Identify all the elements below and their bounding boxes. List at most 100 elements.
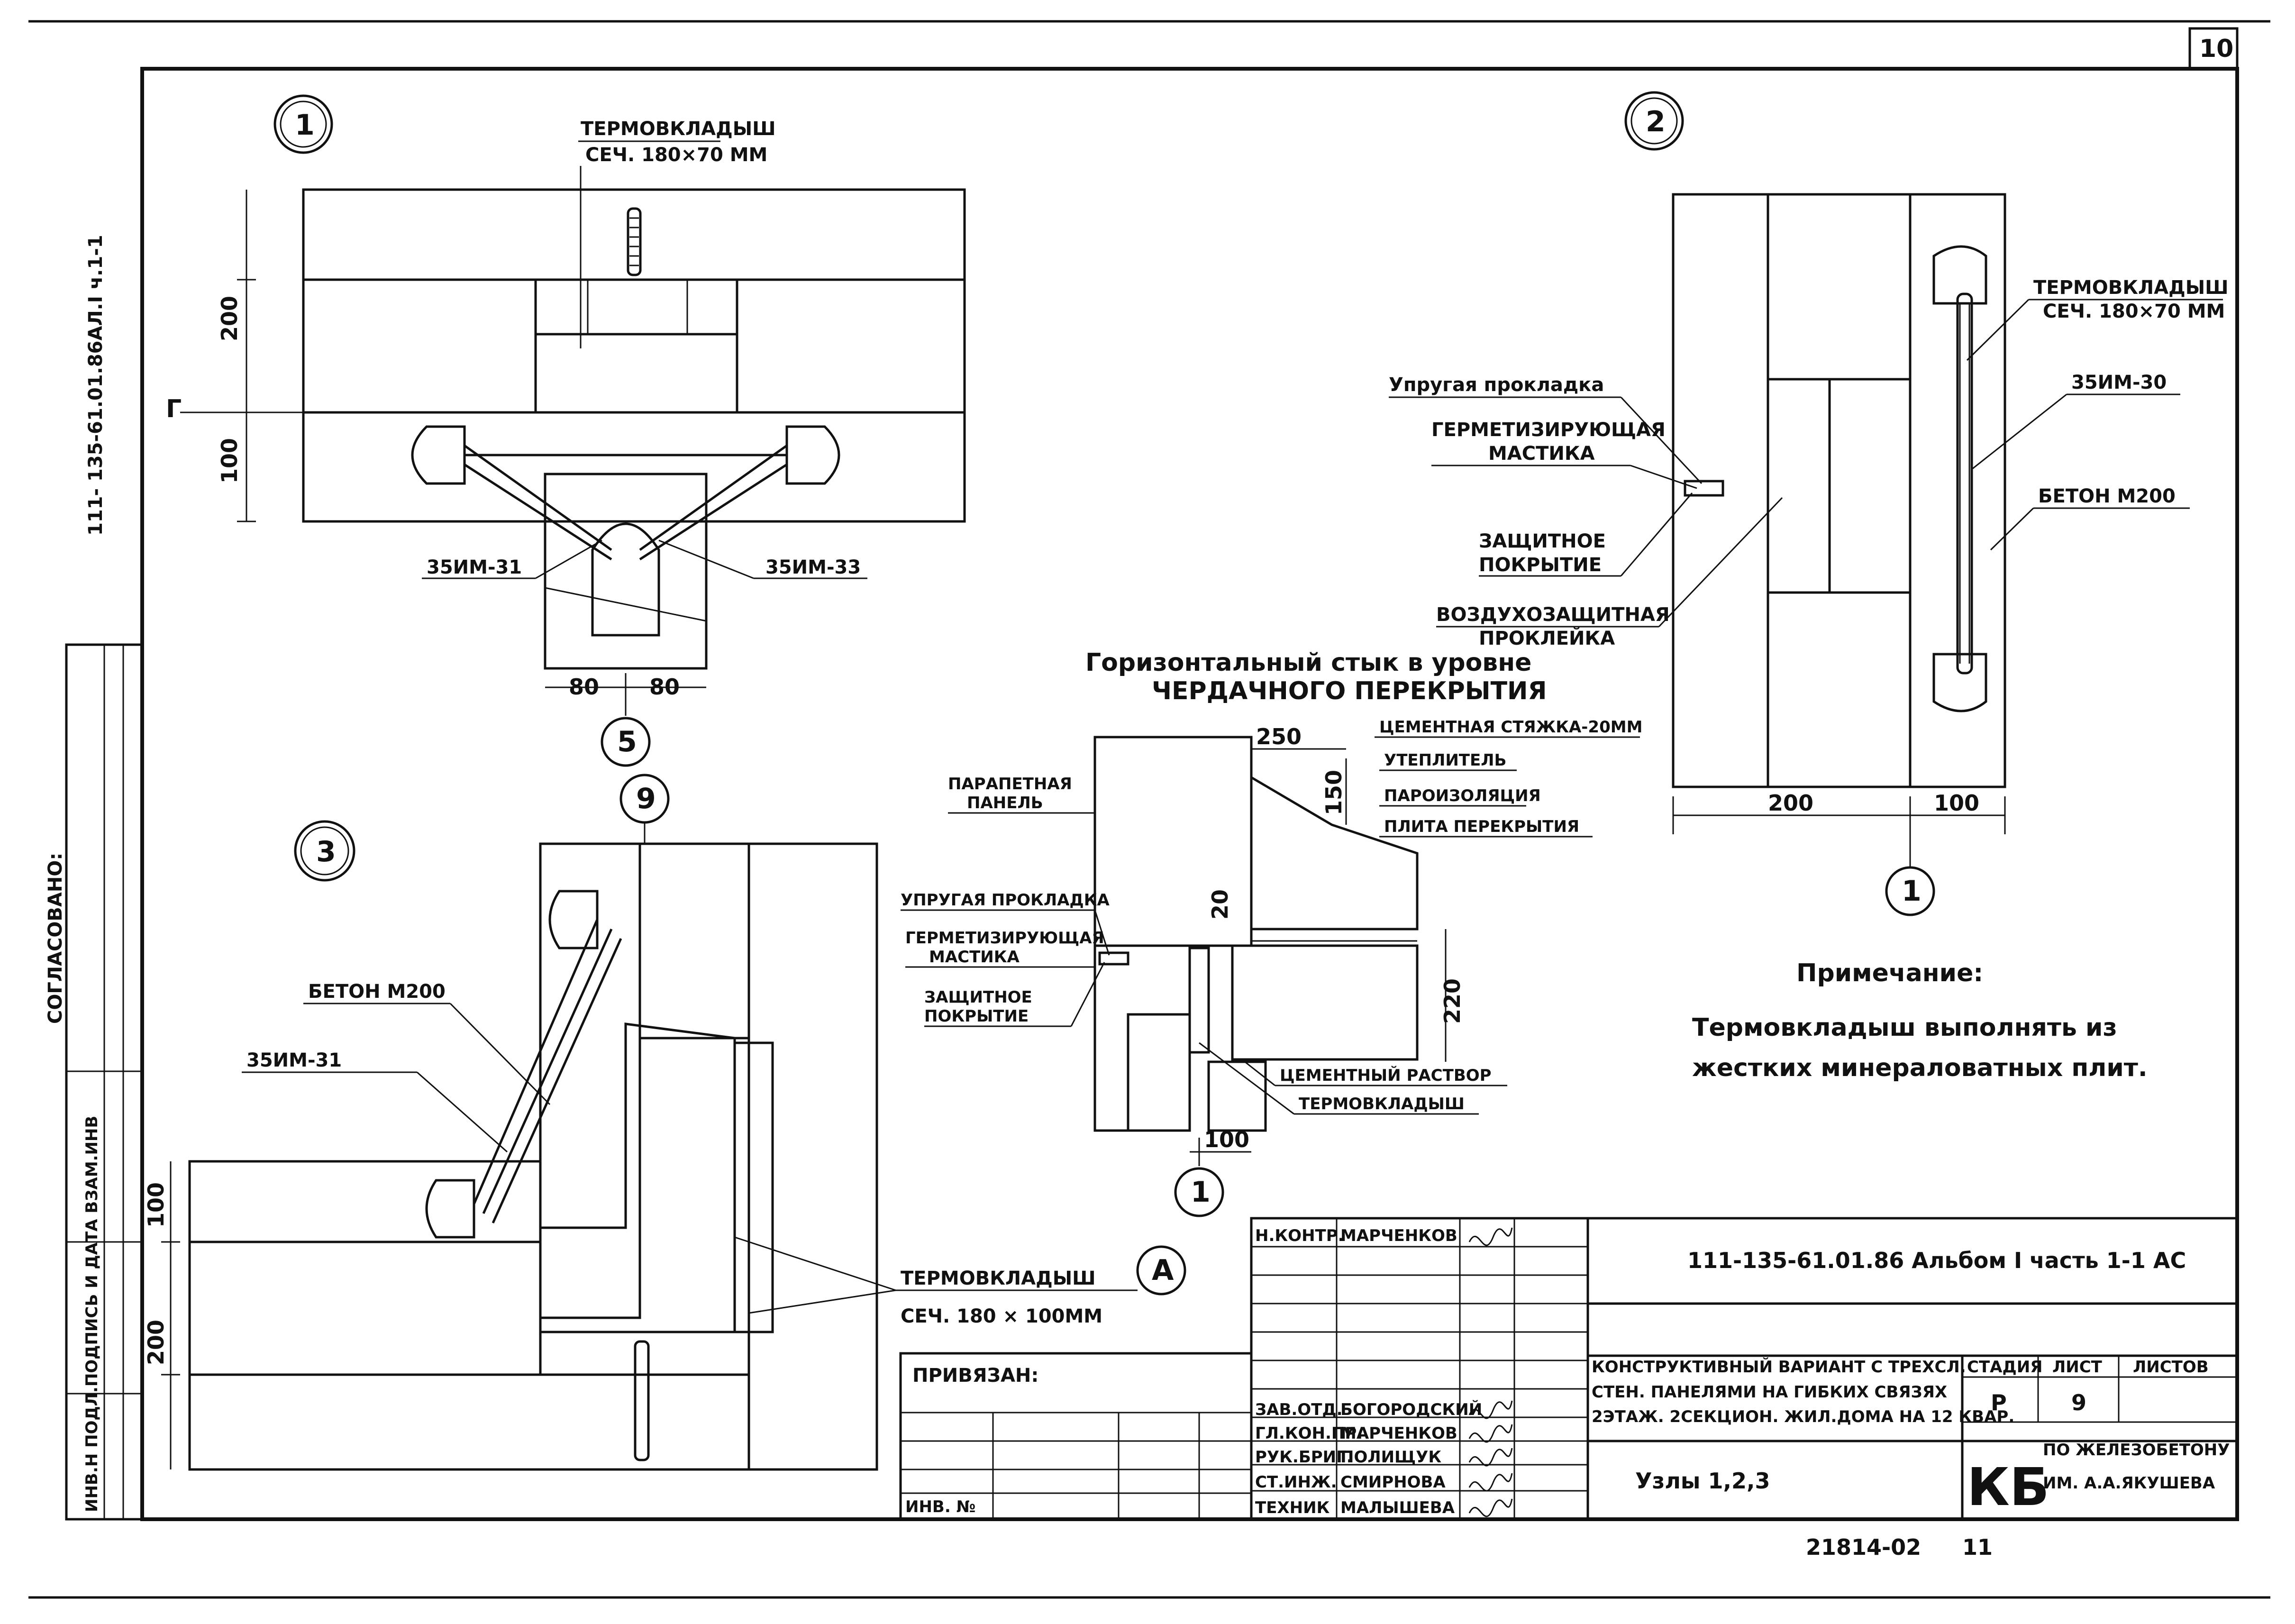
node-1-tie-right: 35ИМ-33 xyxy=(765,557,861,578)
node-2-sealant-2: МАСТИКА xyxy=(1488,443,1595,465)
note-title: Примечание: xyxy=(1796,959,1983,987)
joint-dim-150: 150 xyxy=(1321,770,1347,815)
node-1-insert-section: СЕЧ. 180×70 ММ xyxy=(585,144,767,166)
org-line-1: ПО ЖЕЛЕЗОБЕТОНУ xyxy=(2043,1441,2230,1460)
node-2-detail: 2 ТЕРМОВКЛАДЫШ СЕЧ. 180×70 ММ Упругая пр… xyxy=(1389,91,2229,916)
name-1: БОГОРОДСКИЙ xyxy=(1340,1400,1482,1419)
node-2-elastic-gasket: Упругая прокладка xyxy=(1389,374,1604,396)
joint-elastic-gasket: УПРУГАЯ ПРОКЛАДКА xyxy=(901,891,1110,910)
node-2-coating-2: ПОКРЫТИЕ xyxy=(1479,554,1602,576)
side-agreed: СОГЛАСОВАНО: xyxy=(45,853,66,1024)
joint-insulation: УТЕПЛИТЕЛЬ xyxy=(1384,751,1506,770)
node-1-mark-g: Г xyxy=(166,395,182,423)
side-strip: 111- 135-61.01.86АЛ.I ч.1-1 СОГЛАСОВАНО:… xyxy=(45,235,144,1521)
note-line-2: жестких минераловатных плит. xyxy=(1692,1054,2148,1082)
joint-sealant-1: ГЕРМЕТИЗИРУЮЩАЯ xyxy=(905,929,1104,948)
node-3-ref-bubble: 9 xyxy=(636,782,656,815)
document-code: 111-135-61.01.86 Альбом I часть 1-1 АС xyxy=(1687,1248,2186,1273)
note-line-1: Термовкладыш выполнять из xyxy=(1692,1013,2117,1042)
node-2-ref-bubble: 1 xyxy=(1902,875,1922,908)
list-value: 9 xyxy=(2071,1390,2086,1415)
node-1-detail: 1 ТЕРМОВКЛАДЫШ СЕЧ. 180×70 ММ 200 xyxy=(166,94,966,767)
node-3-bubble: 3 xyxy=(316,835,336,868)
node-2-bubble: 2 xyxy=(1646,105,1666,138)
node-2-sealant-1: ГЕРМЕТИЗИРУЮЩАЯ xyxy=(1431,419,1666,441)
joint-cement-mortar: ЦЕМЕНТНЫЙ РАСТВОР xyxy=(1280,1066,1492,1085)
joint-sealant-2: МАСТИКА xyxy=(929,948,1020,967)
description-line-1: КОНСТРУКТИВНЫЙ ВАРИАНТ С ТРЕХСЛ. xyxy=(1592,1357,1966,1377)
joint-vapor-barrier: ПАРОИЗОЛЯЦИЯ xyxy=(1384,786,1541,805)
role-5: ТЕХНИК xyxy=(1255,1498,1330,1517)
archive-sheet: 11 xyxy=(1962,1534,1993,1560)
stage-header: СТАДИЯ xyxy=(1967,1358,2042,1377)
node-2-airproof-1: ВОЗДУХОЗАЩИТНАЯ xyxy=(1436,604,1670,626)
stage-value: Р xyxy=(1991,1390,2007,1415)
node-1-ref-bubble: 5 xyxy=(617,725,637,758)
joint-coating-2: ПОКРЫТИЕ xyxy=(924,1007,1029,1026)
node-3-dim-200: 200 xyxy=(143,1320,169,1365)
node-2-dim-200: 200 xyxy=(1768,790,1813,816)
horizontal-joint-detail: Горизонтальный стык в уровне ЧЕРДАЧНОГО … xyxy=(901,648,1642,1217)
joint-title-2: ЧЕРДАЧНОГО ПЕРЕКРЫТИЯ xyxy=(1152,677,1547,705)
node-3-insert-label: ТЕРМОВКЛАДЫШ xyxy=(901,1268,1096,1289)
joint-cement-screed: ЦЕМЕНТНАЯ СТЯЖКА-20ММ xyxy=(1379,718,1642,737)
node-1-dim-80a: 80 xyxy=(569,674,599,700)
node-1-dim-80b: 80 xyxy=(649,674,680,700)
note-block: Примечание: Термовкладыш выполнять из же… xyxy=(1692,959,2148,1082)
list-header: ЛИСТ xyxy=(2052,1358,2103,1377)
role-1: ЗАВ.ОТД. xyxy=(1255,1400,1343,1419)
role-0: Н.КОНТР. xyxy=(1255,1226,1344,1245)
joint-dim-250: 250 xyxy=(1256,724,1302,749)
name-0: МАРЧЕНКОВ xyxy=(1340,1226,1457,1245)
joint-parapet-2: ПАНЕЛЬ xyxy=(967,794,1043,812)
joint-insert: ТЕРМОВКЛАДЫШ xyxy=(1299,1095,1465,1113)
node-3-concrete: БЕТОН М200 xyxy=(308,981,446,1003)
node-2-insert-section: СЕЧ. 180×70 ММ xyxy=(2043,301,2225,322)
org-line-2: ИМ. А.А.ЯКУШЕВА xyxy=(2043,1474,2215,1493)
node-2-tie: 35ИМ-30 xyxy=(2071,372,2167,393)
sheet-name: Узлы 1,2,3 xyxy=(1635,1468,1770,1494)
joint-parapet-1: ПАРАПЕТНАЯ xyxy=(948,775,1072,794)
joint-dim-220: 220 xyxy=(1439,978,1465,1024)
side-code: 111- 135-61.01.86АЛ.I ч.1-1 xyxy=(85,235,107,536)
name-3: ПОЛИЩУК xyxy=(1340,1448,1441,1467)
role-3: РУК.БРИГ. xyxy=(1255,1448,1353,1467)
archive-number: 21814-02 xyxy=(1806,1534,1921,1560)
description-line-2: СТЕН. ПАНЕЛЯМИ НА ГИБКИХ СВЯЗЯХ xyxy=(1592,1383,1947,1402)
joint-coating-1: ЗАЩИТНОЕ xyxy=(924,988,1032,1007)
node-1-dim-200: 200 xyxy=(217,296,242,341)
description-line-3: 2ЭТАЖ. 2СЕКЦИОН. ЖИЛ.ДОМА НА 12 КВАР. xyxy=(1592,1407,2014,1426)
node-2-dim-100: 100 xyxy=(1934,790,1979,816)
node-3-dim-100: 100 xyxy=(143,1182,169,1228)
node-3-tie: 35ИМ-31 xyxy=(246,1049,342,1071)
role-4: СТ.ИНЖ. xyxy=(1255,1473,1337,1492)
joint-dim-20: 20 xyxy=(1207,889,1233,920)
name-5: МАЛЫШЕВА xyxy=(1340,1498,1455,1517)
node-1-tie-left: 35ИМ-31 xyxy=(427,557,522,578)
node-1-insert-label: ТЕРМОВКЛАДЫШ xyxy=(581,118,776,140)
joint-title-1: Горизонтальный стык в уровне xyxy=(1085,648,1531,677)
node-3-axis-bubble: А xyxy=(1152,1254,1174,1287)
node-2-coating-1: ЗАЩИТНОЕ xyxy=(1479,530,1606,552)
node-1-dim-100: 100 xyxy=(217,438,242,484)
inventory-number-label: ИНВ. № xyxy=(905,1497,975,1516)
joint-dim-100: 100 xyxy=(1204,1127,1249,1152)
role-2: ГЛ.КОН.ПР. xyxy=(1255,1424,1363,1443)
node-1-bubble: 1 xyxy=(295,109,315,142)
joint-ref-bubble: 1 xyxy=(1191,1176,1211,1209)
title-block: ПРИВЯЗАН: ИНВ. № Н.КОНТР. МАРЧЕНКОВ ЗАВ.… xyxy=(899,1217,2239,1560)
node-2-airproof-2: ПРОКЛЕЙКА xyxy=(1479,627,1615,649)
name-4: СМИРНОВА xyxy=(1340,1473,1446,1492)
privyazan-label: ПРИВЯЗАН: xyxy=(912,1365,1038,1387)
side-inventory: ИНВ.Н ПОДЛ.ПОДПИСЬ И ДАТА ВЗАМ.ИНВ xyxy=(82,1116,101,1512)
name-2: МАРЧЕНКОВ xyxy=(1340,1424,1457,1443)
joint-floor-slab: ПЛИТА ПЕРЕКРЫТИЯ xyxy=(1384,817,1579,836)
org-mark: КБ xyxy=(1967,1457,2049,1517)
node-2-concrete: БЕТОН М200 xyxy=(2038,485,2176,507)
node-3-insert-section: СЕЧ. 180 × 100ММ xyxy=(901,1305,1102,1327)
node-3-detail: 3 9 БЕТОН М200 35ИМ-31 ТЕРМОВКЛАДЫШ СЕЧ.… xyxy=(143,774,1186,1471)
sheet-number: 10 xyxy=(2199,35,2233,63)
lists-header: ЛИСТОВ xyxy=(2133,1358,2209,1377)
node-2-insert-label: ТЕРМОВКЛАДЫШ xyxy=(2033,277,2229,299)
